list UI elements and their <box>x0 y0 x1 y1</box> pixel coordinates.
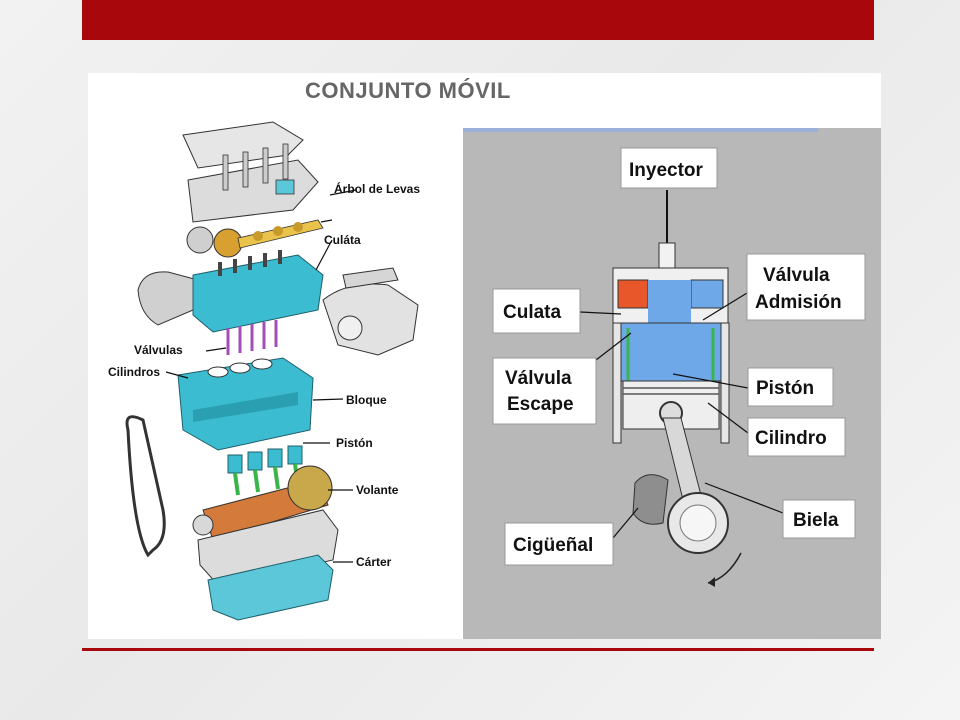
label-piston: Pistón <box>336 436 373 450</box>
label-block: Bloque <box>346 393 387 407</box>
label-flywheel: Volante <box>356 483 399 497</box>
svg-text:Biela: Biela <box>793 510 839 531</box>
svg-text:Escape: Escape <box>507 394 574 415</box>
leader-lines <box>579 292 784 539</box>
crankshaft-flywheel <box>192 465 333 541</box>
label-crankshaft: Cigüeñal <box>504 522 614 566</box>
label-injector: Inyector <box>620 147 718 189</box>
label-intake-valve: Válvula Admisión <box>746 253 866 321</box>
svg-text:Cilindro: Cilindro <box>755 428 827 449</box>
cutaway-cylinder-diagram: Inyector Válvula Admisión Culata Válvula… <box>463 128 881 639</box>
cylinder-head <box>612 267 729 324</box>
label-exhaust-valve: Válvula Escape <box>492 357 597 425</box>
injector <box>658 190 676 276</box>
label-cylinder: Cilindro <box>747 417 846 457</box>
exploded-engine-diagram: Árbol de Levas Culáta Válvulas Cilindros… <box>108 121 420 621</box>
combustion-chamber <box>620 322 722 382</box>
injector-rail <box>182 121 319 223</box>
svg-text:Válvula: Válvula <box>505 368 572 389</box>
valves <box>226 320 278 355</box>
pistons <box>227 445 303 496</box>
svg-text:Admisión: Admisión <box>755 292 842 313</box>
oil-pan <box>207 554 334 621</box>
label-con-rod: Biela <box>782 499 856 539</box>
label-crankcase: Cárter <box>356 555 392 569</box>
header-bar <box>82 0 874 40</box>
label-head: Culata <box>492 288 581 334</box>
cylinder-head <box>137 250 324 333</box>
camshaft <box>186 219 324 258</box>
label-camshaft: Árbol de Levas <box>334 181 420 196</box>
svg-text:Cigüeñal: Cigüeñal <box>513 535 593 556</box>
intake-manifold <box>322 267 419 356</box>
label-cylinders: Cilindros <box>108 365 160 379</box>
label-piston: Pistón <box>747 367 834 407</box>
timing-belt <box>125 415 166 558</box>
svg-text:Válvula: Válvula <box>763 265 830 286</box>
crank <box>632 474 729 554</box>
engine-block <box>177 357 314 451</box>
svg-text:Pistón: Pistón <box>756 378 814 399</box>
footer-line <box>82 648 874 651</box>
svg-text:Inyector: Inyector <box>629 160 704 181</box>
label-valves: Válvulas <box>134 343 183 357</box>
leader-lines <box>165 189 357 563</box>
label-cylinder-head: Culáta <box>324 233 361 247</box>
svg-text:Culata: Culata <box>503 302 562 323</box>
slide-title: CONJUNTO MÓVIL <box>305 78 511 103</box>
